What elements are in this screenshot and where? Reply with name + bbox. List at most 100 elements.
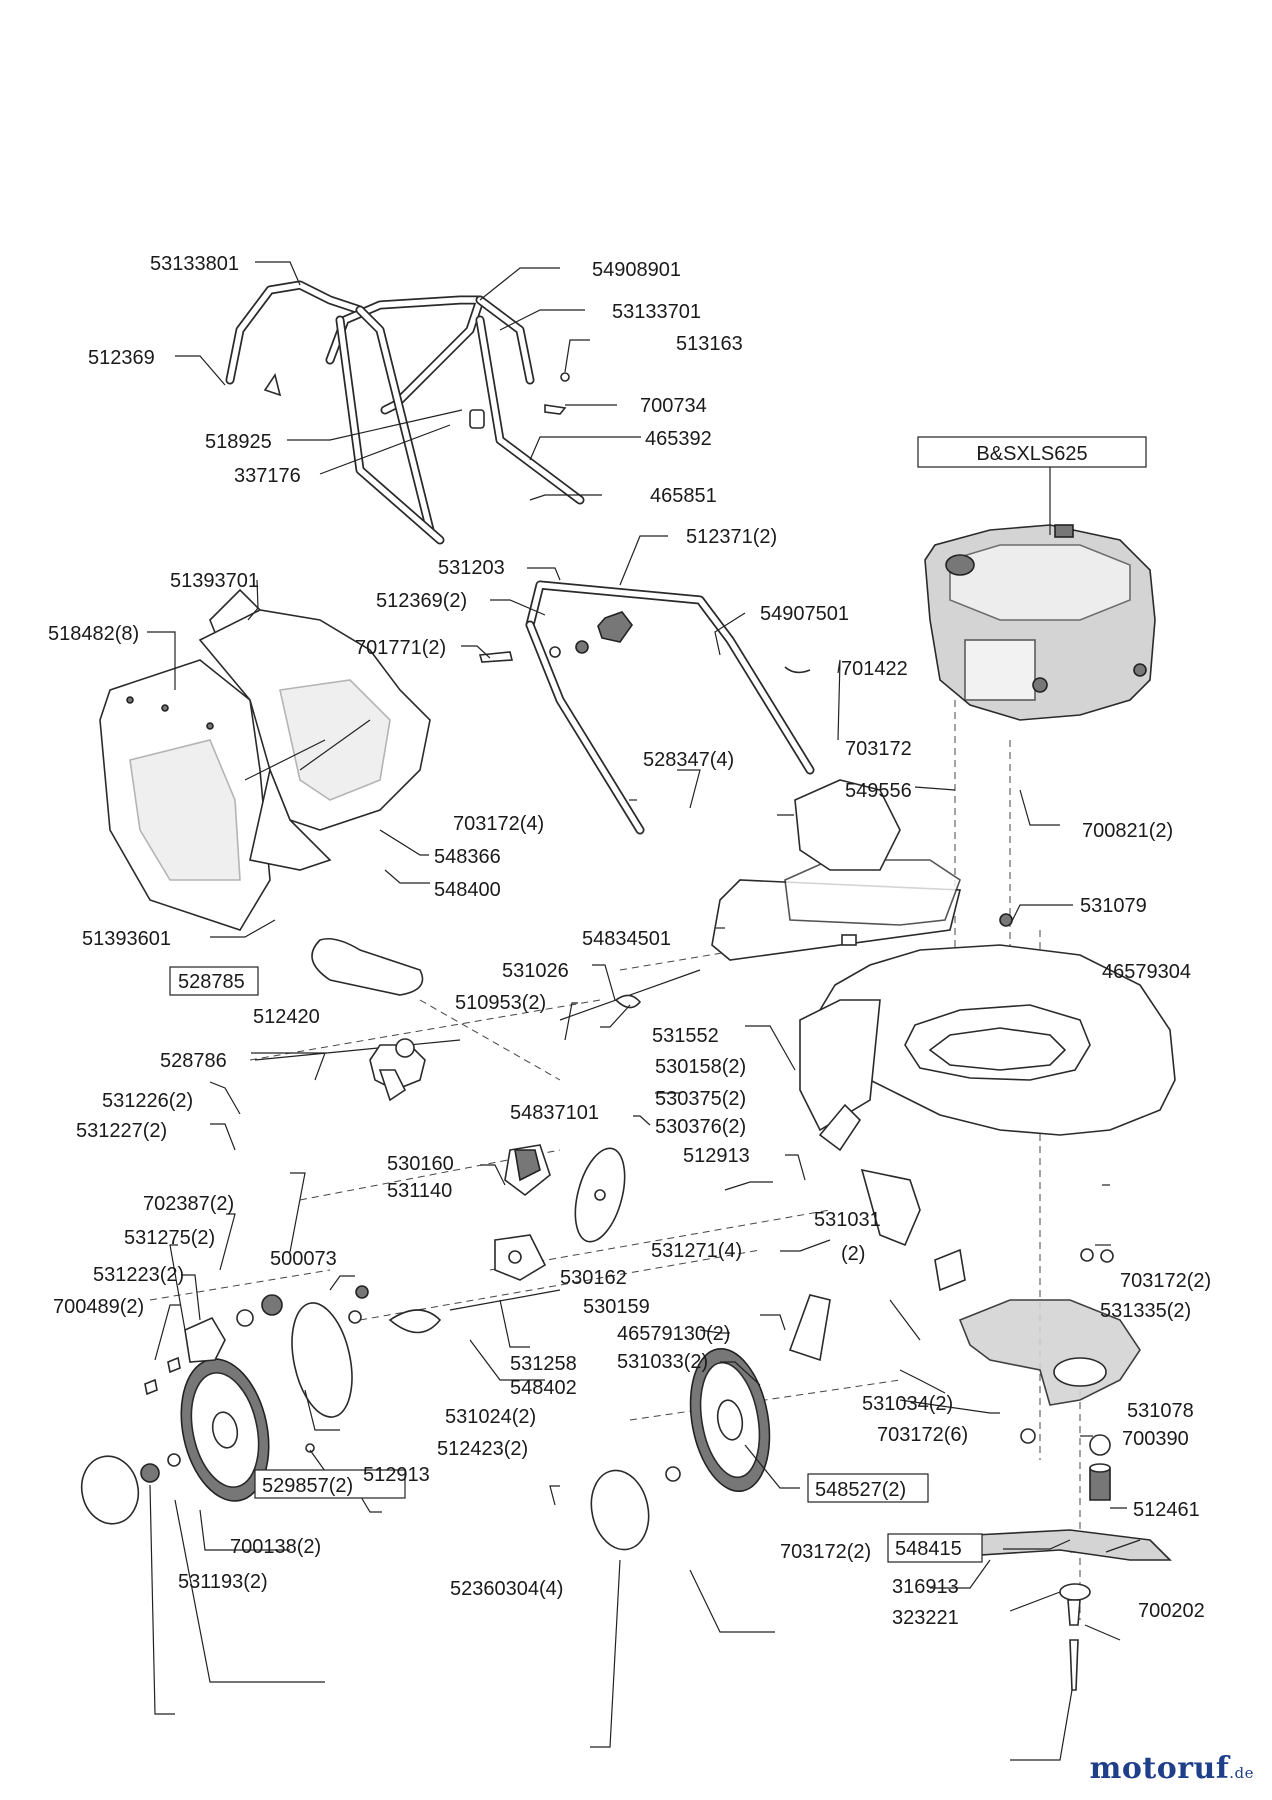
part-label: 512371(2) xyxy=(686,526,777,548)
part-label: 512369(2) xyxy=(376,590,467,612)
part-label: 465851 xyxy=(650,485,717,507)
part-label: 531140 xyxy=(387,1180,452,1202)
part-label: 531275(2) xyxy=(124,1227,215,1249)
label-box-548527 xyxy=(807,1473,929,1503)
part-label: 531223(2) xyxy=(93,1264,184,1286)
part-label: 530162 xyxy=(560,1267,627,1289)
part-label: 531193(2) xyxy=(178,1571,268,1593)
part-label: 531271(4) xyxy=(651,1240,742,1262)
part-label: 702387(2) xyxy=(143,1193,234,1215)
upper-handle-drawing xyxy=(225,280,585,545)
part-label: 512420 xyxy=(253,1006,320,1028)
part-label: 46579304 xyxy=(1102,961,1191,983)
part-label: 703172 xyxy=(845,738,912,760)
part-label: 529857(2) xyxy=(262,1475,353,1497)
brand-logo[interactable]: motoruf.de xyxy=(1090,1751,1254,1786)
part-label: 531031 xyxy=(814,1209,881,1231)
part-label: 530376(2) xyxy=(655,1116,746,1138)
brand-logo-text: motoruf xyxy=(1089,1751,1230,1786)
engine-label-box xyxy=(917,436,1147,468)
part-label: 531335(2) xyxy=(1100,1300,1191,1322)
part-label: 700821(2) xyxy=(1082,820,1173,842)
part-label: 316913 xyxy=(892,1576,959,1598)
gearbox-drawing xyxy=(254,969,701,1102)
part-label: 512913 xyxy=(363,1464,430,1486)
part-label: 700390 xyxy=(1122,1428,1189,1450)
part-label: 548415 xyxy=(895,1538,962,1560)
part-label: 54837101 xyxy=(510,1102,599,1124)
lower-handle-drawing xyxy=(478,580,815,835)
mower-deck-drawing xyxy=(711,779,1176,1136)
part-label: 531078 xyxy=(1127,1400,1194,1422)
part-label: 700489(2) xyxy=(53,1296,144,1318)
engine-drawing xyxy=(924,524,1156,721)
part-label: 512913 xyxy=(683,1145,750,1167)
part-label: 323221 xyxy=(892,1607,959,1629)
front-wheel-drawing xyxy=(590,1347,771,1551)
label-box-528785 xyxy=(169,966,259,996)
part-label: 531258 xyxy=(510,1353,577,1375)
part-label: 500073 xyxy=(270,1248,337,1270)
part-label: 465392 xyxy=(645,428,712,450)
part-label: 54834501 xyxy=(582,928,671,950)
part-label: 528347(4) xyxy=(643,749,734,771)
part-label: 531033(2) xyxy=(617,1351,708,1373)
part-label: 46579130(2) xyxy=(617,1323,730,1345)
part-label: 54908901 xyxy=(592,259,681,281)
label-box-529857 xyxy=(254,1469,406,1499)
height-adjust-drawing xyxy=(449,1103,966,1362)
part-label: 700138(2) xyxy=(230,1536,321,1558)
part-label: 700202 xyxy=(1138,1600,1205,1622)
part-label: 513163 xyxy=(676,333,743,355)
part-label: 54907501 xyxy=(760,603,849,625)
part-label: (2) xyxy=(841,1243,865,1265)
part-label: 531203 xyxy=(438,557,505,579)
part-label: 53133701 xyxy=(612,301,701,323)
part-label: 512369 xyxy=(88,347,155,369)
part-label: 531227(2) xyxy=(76,1120,167,1142)
part-label: 337176 xyxy=(234,465,301,487)
part-label: 530158(2) xyxy=(655,1056,746,1078)
part-label: 52360304(4) xyxy=(450,1578,563,1600)
part-label: 703172(2) xyxy=(1120,1270,1211,1292)
part-label: 512461 xyxy=(1133,1499,1200,1521)
part-label: 701422 xyxy=(841,658,908,680)
part-label: 531552 xyxy=(652,1025,719,1047)
part-label: 51393601 xyxy=(82,928,171,950)
part-label: 548366 xyxy=(434,846,501,868)
part-label: 530159 xyxy=(583,1296,650,1318)
drive-belt-drawing xyxy=(311,937,424,996)
part-label: 531026 xyxy=(502,960,569,982)
part-label: 51393701 xyxy=(170,570,259,592)
part-label: 518482(8) xyxy=(48,623,139,645)
part-label: 700734 xyxy=(640,395,707,417)
leader-lines xyxy=(147,261,1141,1761)
brand-logo-tld: .de xyxy=(1229,1764,1254,1782)
part-label: 531079 xyxy=(1080,895,1147,917)
part-label: 703172(4) xyxy=(453,813,544,835)
part-label: 703172(6) xyxy=(877,1424,968,1446)
rear-wheel-drawing xyxy=(80,1285,442,1525)
part-label: 548400 xyxy=(434,879,501,901)
part-label: 528786 xyxy=(160,1050,227,1072)
blade-assembly-drawing xyxy=(958,1248,1172,1691)
part-label: 531034(2) xyxy=(862,1393,953,1415)
drive-pinion-drawing xyxy=(144,1294,283,1396)
grass-bag-drawing xyxy=(99,588,431,931)
part-label: 703172(2) xyxy=(780,1541,871,1563)
part-label: 512423(2) xyxy=(437,1438,528,1460)
part-label: 528785 xyxy=(178,971,245,993)
part-label: 531024(2) xyxy=(445,1406,536,1428)
part-label: 510953(2) xyxy=(455,992,546,1014)
part-label: 701771(2) xyxy=(355,637,446,659)
part-label: 530375(2) xyxy=(655,1088,746,1110)
part-label: 530160 xyxy=(387,1153,454,1175)
engine-label: B&SXLS625 xyxy=(976,443,1087,465)
part-label: 531226(2) xyxy=(102,1090,193,1112)
part-label: 549556 xyxy=(845,780,912,802)
part-label: 548527(2) xyxy=(815,1479,906,1501)
part-label: 518925 xyxy=(205,431,272,453)
label-box-548415 xyxy=(887,1533,983,1563)
part-label: 53133801 xyxy=(150,253,239,275)
